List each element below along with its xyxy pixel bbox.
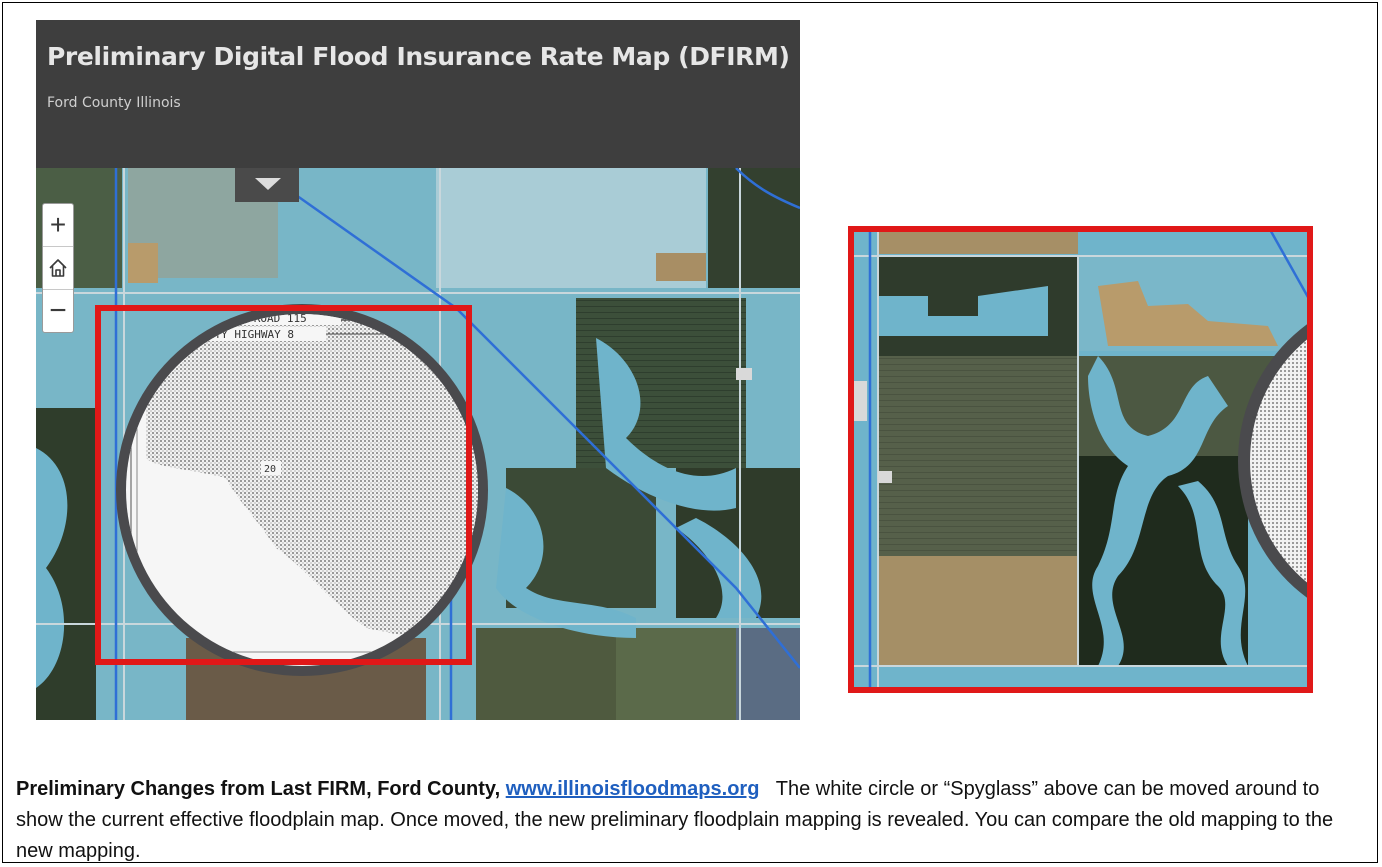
spyglass-section-label: 20 bbox=[264, 464, 276, 475]
road-grid bbox=[848, 226, 1313, 693]
spyglass-road-label: STATE ROAD 115 bbox=[214, 312, 307, 325]
field-block bbox=[1098, 281, 1278, 346]
app-title: Preliminary Digital Flood Insurance Rate… bbox=[47, 42, 790, 71]
highlight-box bbox=[95, 305, 472, 665]
header-collapse-toggle[interactable] bbox=[235, 168, 299, 202]
stream-lines bbox=[868, 226, 1313, 693]
app-header: Preliminary Digital Flood Insurance Rate… bbox=[36, 20, 800, 168]
field-block bbox=[476, 628, 616, 720]
zoomed-map-panel bbox=[848, 226, 1313, 693]
farmstead bbox=[878, 471, 892, 483]
floodplain-area bbox=[36, 448, 68, 688]
spyglass[interactable]: STATE ROAD 115 COUNTY HIGHWAY 8 20 bbox=[116, 304, 496, 678]
floodplain-area bbox=[1178, 481, 1248, 666]
floodplain-area bbox=[878, 286, 1048, 336]
zoom-out-button[interactable]: − bbox=[49, 294, 67, 327]
field-block bbox=[616, 628, 736, 720]
field-block bbox=[878, 556, 1078, 666]
caret-down-icon bbox=[255, 178, 281, 190]
floodplain-area bbox=[496, 488, 636, 638]
illinois-floodmaps-link[interactable]: www.illinoisfloodmaps.org bbox=[505, 778, 760, 800]
field-block bbox=[736, 628, 800, 720]
farmstead bbox=[736, 368, 752, 380]
caption-lead: Preliminary Changes from Last FIRM, Ford… bbox=[16, 778, 501, 800]
farmstead bbox=[853, 381, 867, 421]
field-block bbox=[708, 168, 800, 288]
app-subtitle: Ford County Illinois bbox=[47, 95, 181, 111]
field-block bbox=[656, 253, 706, 281]
home-icon bbox=[49, 258, 67, 277]
zoom-in-button[interactable]: + bbox=[43, 204, 73, 247]
map-application: Preliminary Digital Flood Insurance Rate… bbox=[36, 20, 800, 720]
floodplain-area bbox=[1088, 356, 1228, 666]
map-view[interactable]: STATE ROAD 115 COUNTY HIGHWAY 8 20 bbox=[36, 168, 800, 720]
caption-body: The white circle or “Spyglass” above can… bbox=[16, 778, 1334, 862]
floodplain-area bbox=[596, 338, 736, 511]
figure-caption: Preliminary Changes from Last FIRM, Ford… bbox=[16, 774, 1366, 867]
highlight-box bbox=[848, 226, 1313, 693]
field-block bbox=[128, 243, 158, 283]
spyglass-edge bbox=[1238, 320, 1313, 602]
field-block bbox=[878, 356, 1078, 556]
zoom-control: + − bbox=[42, 203, 74, 333]
home-button[interactable] bbox=[43, 246, 73, 290]
